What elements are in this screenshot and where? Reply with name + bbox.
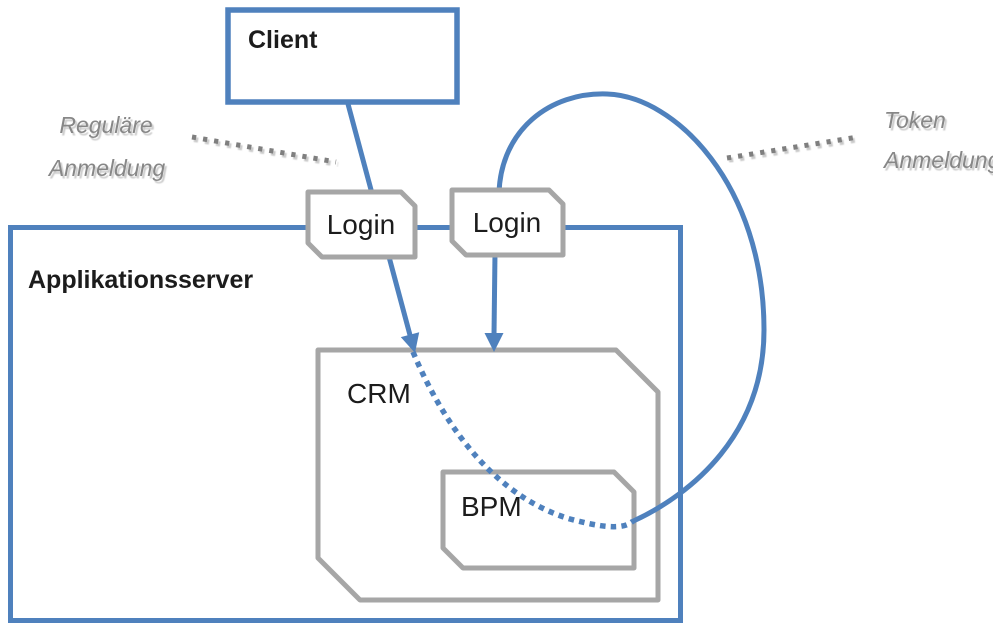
client-box [225,7,460,105]
token-login-arrow-shaft [491,252,498,336]
regular-login-arrowhead [400,332,420,353]
crm-label: CRM [347,378,411,409]
login-left-box [305,189,418,260]
regular-login-annotation-line2: Anmeldung [47,155,166,181]
app-server-label: Applikationsserver [28,266,253,294]
annotation-leader-left [191,134,337,165]
token-login-curve [496,91,767,524]
client-label: Client [248,26,318,54]
token-login-annotation: Token Anmeldung [882,107,993,173]
bpm-label: BPM [461,491,522,522]
bpm-box [440,469,637,571]
token-login-annotation-line2: Anmeldung [882,147,993,173]
token-login-annotation-line1: Token [884,107,946,133]
login-left-label: Login [327,209,396,240]
login-right-box [449,187,566,258]
crm-bpm-dotted-connector [410,350,635,530]
regular-login-annotation: Reguläre Anmeldung [47,112,166,181]
regular-login-annotation-line1: Reguläre [59,112,152,138]
annotation-leader-right [726,134,859,161]
token-login-arrowhead [484,333,504,352]
login-right-label: Login [473,207,542,238]
